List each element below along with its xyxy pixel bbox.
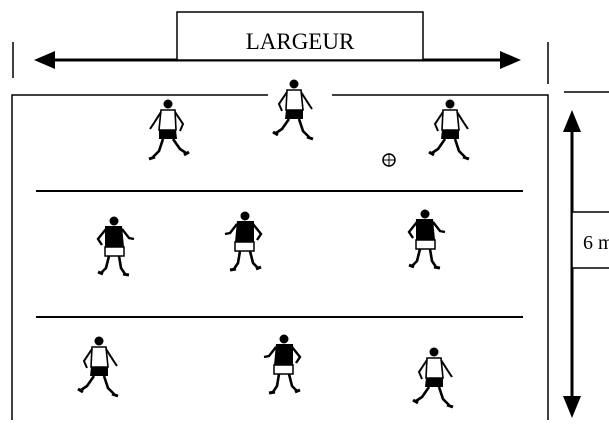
player-light bbox=[147, 98, 191, 161]
player-dark bbox=[223, 210, 263, 272]
zone-middle bbox=[96, 208, 447, 277]
height-label-box bbox=[571, 211, 609, 269]
arrow-up-icon bbox=[563, 110, 581, 132]
player-light bbox=[411, 346, 455, 409]
zone-top bbox=[147, 78, 471, 167]
arrow-down-icon bbox=[563, 396, 581, 418]
arrow-right-icon bbox=[500, 51, 521, 69]
height-dimension: 6 m bbox=[563, 91, 609, 418]
width-label: LARGEUR bbox=[246, 29, 355, 54]
width-dimension: LARGEUR bbox=[12, 11, 549, 84]
ball-icon bbox=[382, 153, 396, 167]
height-label: 6 m bbox=[583, 232, 609, 254]
player-dark bbox=[96, 215, 136, 277]
arrow-left-icon bbox=[34, 51, 55, 69]
player-dark bbox=[407, 208, 447, 270]
player-light bbox=[427, 98, 471, 161]
width-label-box bbox=[176, 11, 424, 61]
field bbox=[11, 86, 549, 420]
player-light bbox=[76, 335, 120, 398]
player-dark bbox=[262, 333, 302, 395]
zone-bottom bbox=[76, 333, 455, 409]
